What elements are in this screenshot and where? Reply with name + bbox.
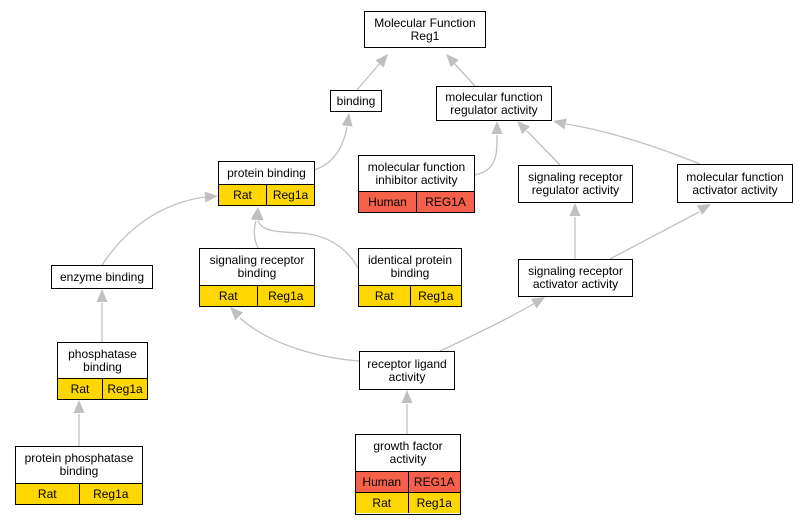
gene-cell: Reg1a xyxy=(409,286,462,306)
edge-regulator-to-root xyxy=(452,61,476,87)
edge-binding-to-root xyxy=(356,61,382,91)
node-molecular-function-root[interactable]: Molecular Function Reg1 xyxy=(364,11,486,48)
annotation-row-human: Human REG1A xyxy=(359,191,474,212)
edge-sigrecbinding-to-protein-binding xyxy=(253,220,259,249)
node-growth-factor-activity[interactable]: growth factor activity Human REG1A Rat R… xyxy=(355,434,461,515)
node-molecular-function-activator-activity[interactable]: molecular function activator activity xyxy=(677,164,793,203)
node-signaling-receptor-activator-activity[interactable]: signaling receptor activator activity xyxy=(518,259,633,297)
gene-cell: Reg1a xyxy=(102,379,147,399)
gene-cell: Reg1a xyxy=(78,484,143,504)
edge-inhibitor-to-regulator xyxy=(474,134,498,176)
species-cell: Rat xyxy=(233,187,252,202)
arrowhead xyxy=(531,297,545,309)
species-cell: Rat xyxy=(70,381,90,396)
species-cell: Human xyxy=(362,474,402,489)
node-label: identical protein binding xyxy=(367,253,453,280)
node-enzyme-binding[interactable]: enzyme binding xyxy=(51,265,153,289)
node-label: protein phosphatase binding xyxy=(24,451,134,478)
edge-protein-binding-to-binding xyxy=(313,126,348,171)
node-molecular-function-regulator-activity[interactable]: molecular function regulator activity xyxy=(436,86,552,121)
node-binding[interactable]: binding xyxy=(330,90,382,112)
arrowhead xyxy=(252,207,264,220)
edge-ligand-to-sigactivator xyxy=(439,302,536,352)
edge-sigactivator-to-mfactivator xyxy=(609,211,700,260)
arrowhead xyxy=(341,113,353,127)
node-label: enzyme binding xyxy=(59,269,145,284)
node-identical-protein-binding[interactable]: identical protein binding Rat Reg1a xyxy=(358,248,462,307)
gene-cell: REG1A xyxy=(407,472,461,492)
node-label: molecular function inhibitor activity xyxy=(367,159,466,187)
node-receptor-ligand-activity[interactable]: receptor ligand activity xyxy=(359,351,455,390)
arrowhead xyxy=(553,118,567,130)
node-protein-binding[interactable]: protein binding Rat Reg1a xyxy=(218,161,315,206)
species-cell: Rat xyxy=(37,486,57,501)
species-cell: Rat xyxy=(218,288,238,303)
arrowhead xyxy=(230,307,244,321)
arrowhead xyxy=(73,400,85,413)
annotation-row-rat: Rat Reg1a xyxy=(356,492,460,513)
node-signaling-receptor-regulator-activity[interactable]: signaling receptor regulator activity xyxy=(518,165,633,203)
gene-cell: Reg1a xyxy=(407,493,461,513)
node-label: Molecular Function Reg1 xyxy=(374,15,476,43)
node-label: signaling receptor binding xyxy=(209,253,305,280)
species-cell: Rat xyxy=(374,288,394,303)
node-label: receptor ligand activity xyxy=(367,356,447,384)
node-label: growth factor activity xyxy=(373,439,443,466)
node-signaling-receptor-binding[interactable]: signaling receptor binding Rat Reg1a xyxy=(199,248,315,307)
edge-ligand-to-sigrecbinding xyxy=(239,317,360,362)
gene-cell: Reg1a xyxy=(256,286,315,306)
annotation-row-rat: Rat Reg1a xyxy=(16,483,142,504)
edge-sigreg-to-regulator xyxy=(526,130,561,166)
edge-enzyme-to-protein-binding xyxy=(101,196,206,266)
edge-identical-to-protein-binding xyxy=(257,220,359,269)
node-label: molecular function regulator activity xyxy=(445,89,543,117)
node-label: molecular function activator activity xyxy=(686,169,784,197)
species-cell: Rat xyxy=(372,495,392,510)
gene-cell: Reg1a xyxy=(266,185,314,205)
arrowhead xyxy=(96,289,108,302)
arrowhead xyxy=(446,54,459,68)
node-protein-phosphatase-binding[interactable]: protein phosphatase binding Rat Reg1a xyxy=(15,446,143,505)
annotation-row-rat: Rat Reg1a xyxy=(200,285,314,306)
arrowhead xyxy=(375,54,388,68)
arrowhead xyxy=(204,191,218,203)
species-cell: Human xyxy=(368,194,407,209)
gene-cell: REG1A xyxy=(416,192,474,212)
node-label: phosphatase binding xyxy=(68,346,137,374)
node-phosphatase-binding[interactable]: phosphatase binding Rat Reg1a xyxy=(57,342,148,400)
annotation-row-human: Human REG1A xyxy=(356,471,460,492)
annotation-row-rat: Rat Reg1a xyxy=(58,378,147,399)
arrowhead xyxy=(401,390,413,403)
edge-activator-to-regulator xyxy=(565,123,701,165)
node-label: signaling receptor activator activity xyxy=(528,264,623,291)
node-label: protein binding xyxy=(227,165,306,180)
arrowhead xyxy=(696,204,711,215)
arrowhead xyxy=(569,203,581,216)
node-label: binding xyxy=(336,93,376,108)
arrowhead xyxy=(491,121,503,134)
annotation-row-rat: Rat Reg1a xyxy=(359,285,461,306)
arrowhead xyxy=(517,121,531,135)
annotation-row-rat: Rat Reg1a xyxy=(219,184,314,205)
node-molecular-function-inhibitor-activity[interactable]: molecular function inhibitor activity Hu… xyxy=(358,155,475,213)
node-label: signaling receptor regulator activity xyxy=(528,170,623,197)
